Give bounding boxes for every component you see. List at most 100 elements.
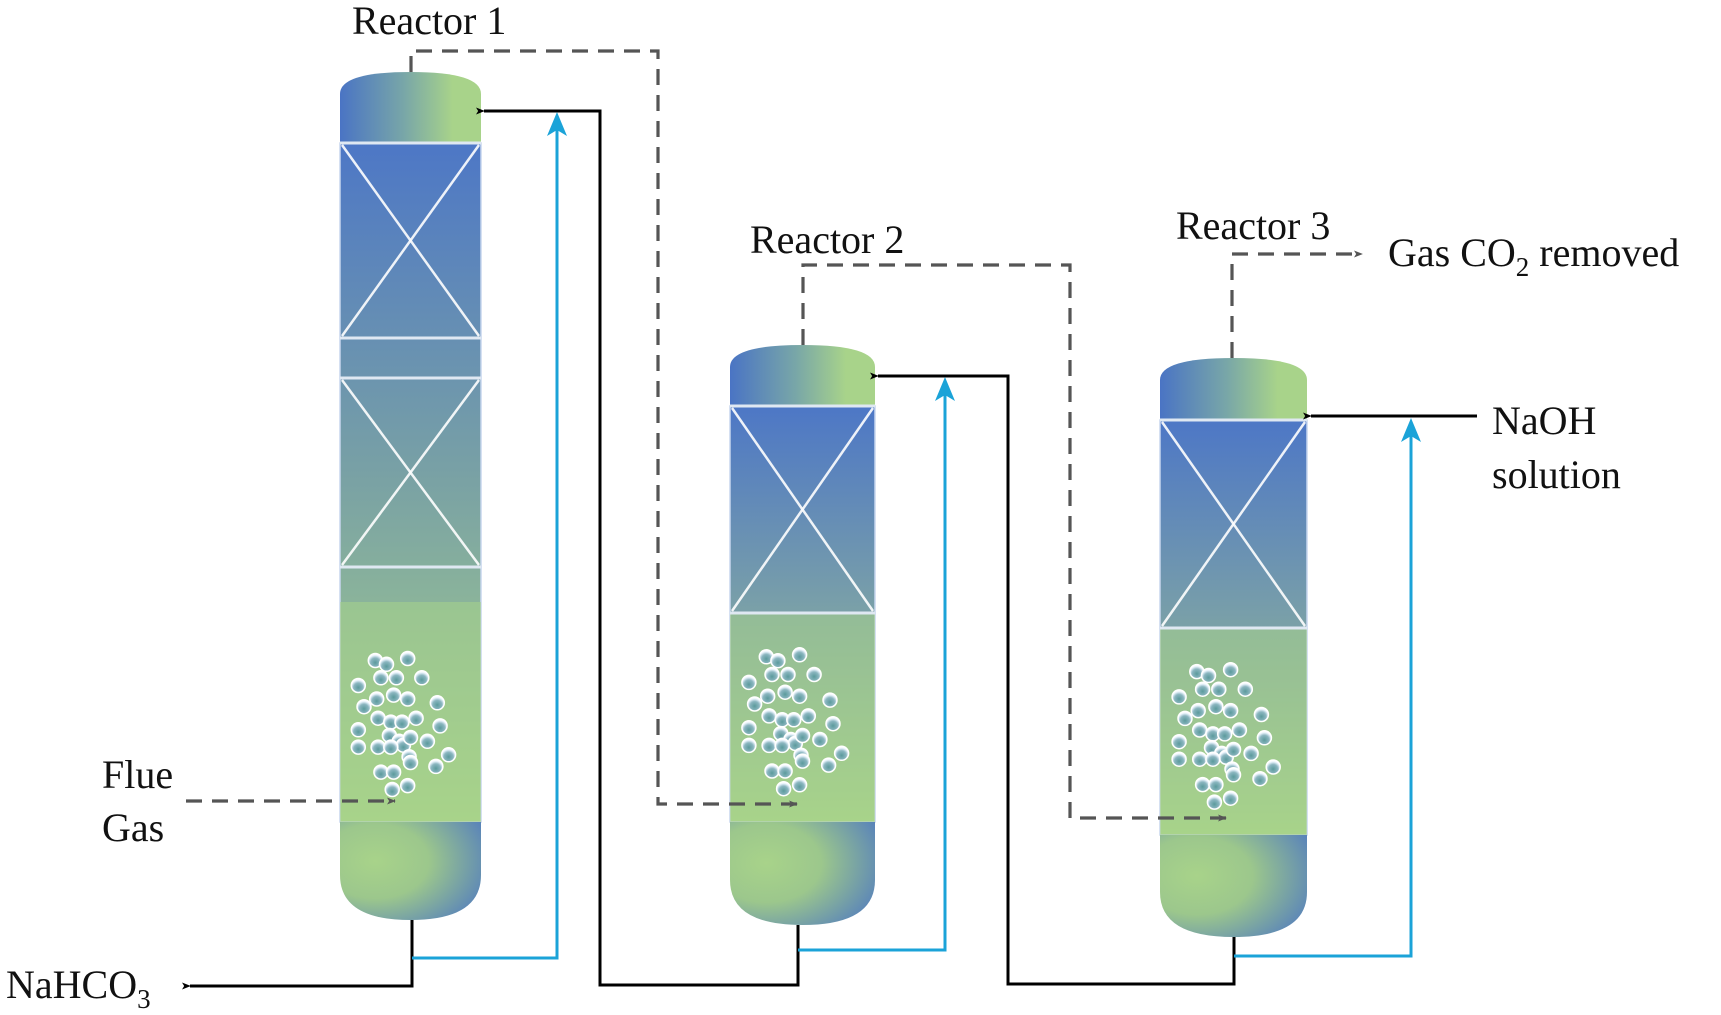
nahco3-subscript: 3 [137,984,151,1014]
bubble [780,666,796,683]
bubble [1225,767,1242,783]
gas-bubbles [1171,661,1281,810]
bottom-cap [730,822,875,925]
bubble [350,739,367,755]
bubble [759,688,776,704]
recycle-arrow-r2 [935,377,955,401]
bubble [1205,751,1221,767]
gas-bubbles [741,647,850,797]
bubble [385,687,402,703]
bubble [1211,681,1227,697]
gas-co2-subscript: 2 [1516,252,1530,282]
bottom-cap [340,822,481,920]
bubble [746,696,763,712]
recycle-line-r2 [798,383,947,952]
bubble [1191,722,1208,738]
bubble [1222,661,1239,678]
reactor-3-label: Reactor 3 [1176,203,1330,248]
reactor-1 [339,72,482,920]
packed-bed [340,376,481,569]
bubble [794,753,811,769]
recycle-line-r1 [412,118,559,960]
bubble [791,688,808,704]
bubble [741,737,757,754]
gas-outlet-line [1230,250,1363,358]
bubble [370,710,386,726]
reactor-2 [729,345,876,925]
recycle-arrow-r3 [1401,418,1421,442]
reactor-2-label: Reactor 2 [750,217,904,262]
bubble [1206,794,1223,810]
naoh-label-line2: solution [1492,452,1621,497]
bubble [812,731,828,748]
bubble [399,650,416,667]
bubble [1171,751,1187,767]
bubble [764,763,780,779]
bubble [800,708,817,724]
bubble [385,764,402,780]
naoh-label-line1: NaOH [1492,398,1596,443]
bubble [741,719,757,736]
packed-bed [730,404,875,615]
bubble [774,737,790,754]
bubble [432,718,448,734]
recycle-lines [412,112,1421,960]
bubble [777,684,793,700]
bubble [761,737,777,754]
packed-bed [340,141,481,340]
bubble [419,733,436,750]
flue-gas-label-line1: Flue [102,752,173,797]
bubble [741,674,757,691]
bubble [429,695,446,711]
liquid-line-r3-to-r2 [869,372,1236,986]
bubble [791,777,808,793]
liquid-line-r2-to-r1 [475,107,800,987]
gas-bubbles [350,650,457,798]
bubble [770,652,786,669]
bubble [1208,776,1224,793]
recycle-arrow-r1 [547,112,567,136]
bubble [764,666,780,683]
bubble [1222,702,1239,719]
bubble [1171,733,1187,750]
gas-lines [186,49,1363,822]
bubble [399,691,416,707]
bubble [786,712,802,728]
bubble [820,757,837,773]
recycle-line-r3 [1234,424,1413,958]
bubble [1237,681,1254,697]
bubble [1252,770,1268,787]
bubble [1177,710,1193,727]
bubble [1194,776,1211,793]
bubble [1200,667,1217,684]
bubble [370,739,386,755]
bubble [384,781,400,798]
bubble [402,754,419,771]
bubble [399,777,416,794]
bubble [1225,741,1242,758]
reactor-1-label: Reactor 1 [352,0,506,43]
top-dome [730,345,875,406]
bubble [761,708,777,724]
bubble [794,727,811,744]
bubble [822,692,838,708]
bubble [350,722,367,738]
bubble [1253,706,1270,723]
bubble [383,739,399,755]
bubble [1265,759,1281,775]
bubble [1171,689,1187,705]
nahco3-prefix: NaHCO [6,962,137,1007]
bubble [791,647,808,663]
bubble [440,747,457,763]
reactor-3 [1159,358,1308,937]
bubble [408,710,424,726]
bubble [388,670,405,686]
bubble [1190,702,1206,719]
bubble [368,691,385,707]
bubble [806,666,822,683]
gas-line-r1-to-r2 [409,49,798,808]
gas-co2-suffix: removed [1529,230,1679,275]
bottom-cap [1160,835,1307,937]
bubble [428,758,444,775]
